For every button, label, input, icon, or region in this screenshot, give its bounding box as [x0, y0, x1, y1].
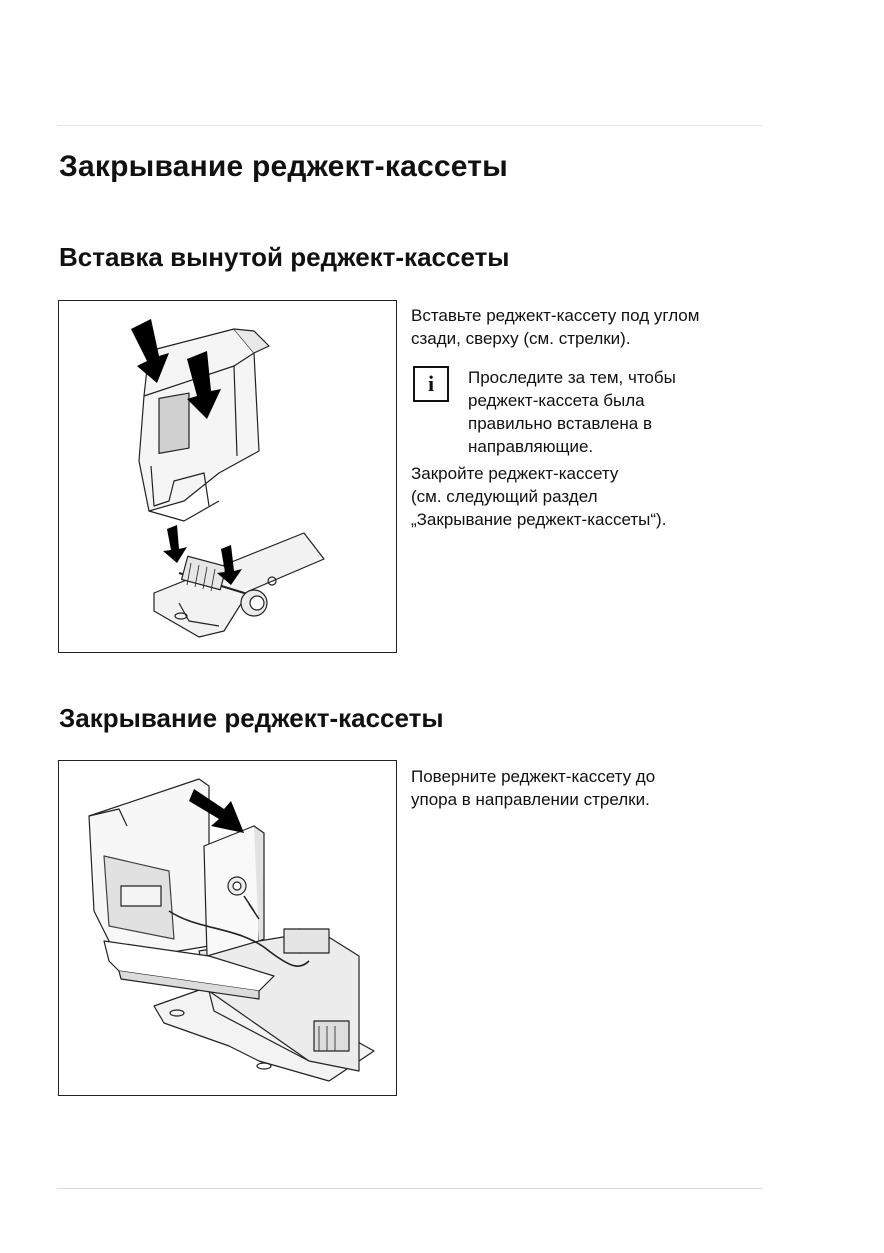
info-icon: i	[413, 366, 449, 402]
close-instruction-reference: Закройте реджект-кассету (см. следующий …	[411, 464, 667, 529]
insert-instruction: Вставьте реджект-кассету под углом сзади…	[411, 306, 700, 348]
rotate-instruction: Поверните реджект-кассету до упора в нап…	[411, 767, 656, 809]
cassette-insert-illustration	[131, 319, 325, 638]
arrow-icon	[189, 789, 244, 833]
arrow-icon	[131, 319, 242, 585]
figure-insert-cassette	[58, 300, 397, 653]
info-note: Проследите за тем, чтобы реджект-кассета…	[468, 368, 676, 456]
section-heading-insert: Вставка вынутой реджект-кассеты	[59, 242, 510, 272]
figure-close-cassette	[58, 760, 397, 1096]
bottom-divider	[57, 1188, 762, 1189]
top-divider	[57, 125, 762, 126]
section-heading-close: Закрывание реджект-кассеты	[59, 703, 444, 733]
page-title: Закрывание реджект-кассеты	[59, 150, 508, 183]
cassette-close-illustration	[88, 778, 375, 1082]
